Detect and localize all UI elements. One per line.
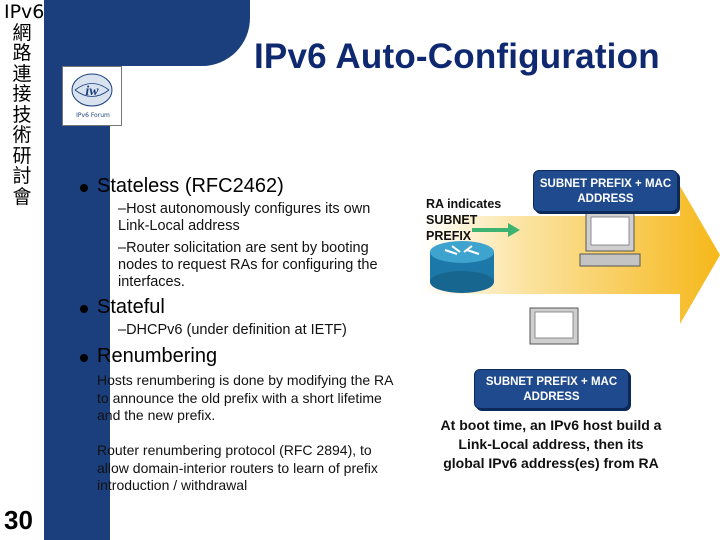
logo-caption: IPv6 Forum bbox=[76, 112, 110, 119]
paragraph-router-renumbering: Router renumbering protocol (RFC 2894), … bbox=[97, 442, 378, 493]
computer-icon bbox=[579, 212, 641, 267]
vertical-title: IPv6網路連接技術研討會 bbox=[4, 1, 45, 208]
yellow-arrow-icon bbox=[420, 186, 720, 324]
sub-bullet-dhcpv6: –DHCPv6 (under definition at IETF) bbox=[118, 322, 347, 338]
bullet-renumbering: Renumbering bbox=[97, 345, 218, 367]
boot-time-caption: At boot time, an IPv6 host build a Link-… bbox=[440, 417, 662, 471]
bullet-stateless: Stateless (RFC2462) bbox=[97, 175, 284, 197]
bullet-dot bbox=[80, 354, 88, 362]
computer-icon bbox=[529, 307, 579, 345]
sub-bullet-router-solicitation: –Router solicitation are sent by booting… bbox=[118, 240, 378, 290]
ra-label: RA indicates SUBNET PREFIX bbox=[426, 197, 502, 243]
slide-title: IPv6 Auto-Configuration bbox=[254, 37, 660, 76]
blue-header-shape bbox=[110, 0, 250, 66]
bullet-dot bbox=[80, 305, 88, 313]
router-icon bbox=[430, 241, 494, 293]
subnet-prefix-box-bottom: SUBNET PREFIX + MAC ADDRESS bbox=[474, 369, 629, 409]
globe-icon: iw bbox=[71, 73, 113, 107]
subnet-prefix-box-top: SUBNET PREFIX + MAC ADDRESS bbox=[533, 170, 678, 212]
bullet-dot bbox=[80, 184, 88, 192]
page-number: 30 bbox=[4, 505, 33, 535]
bullet-stateful: Stateful bbox=[97, 296, 165, 318]
sub-bullet-link-local: –Host autonomously configures its own Li… bbox=[118, 201, 371, 234]
left-sidebar: IPv6網路連接技術研討會 30 bbox=[0, 0, 44, 540]
ipv6-forum-logo: iw IPv6 Forum bbox=[62, 66, 122, 126]
network-diagram bbox=[420, 186, 720, 345]
paragraph-hosts-renumbering: Hosts renumbering is done by modifying t… bbox=[97, 372, 393, 423]
logo-symbol: iw bbox=[85, 84, 99, 99]
